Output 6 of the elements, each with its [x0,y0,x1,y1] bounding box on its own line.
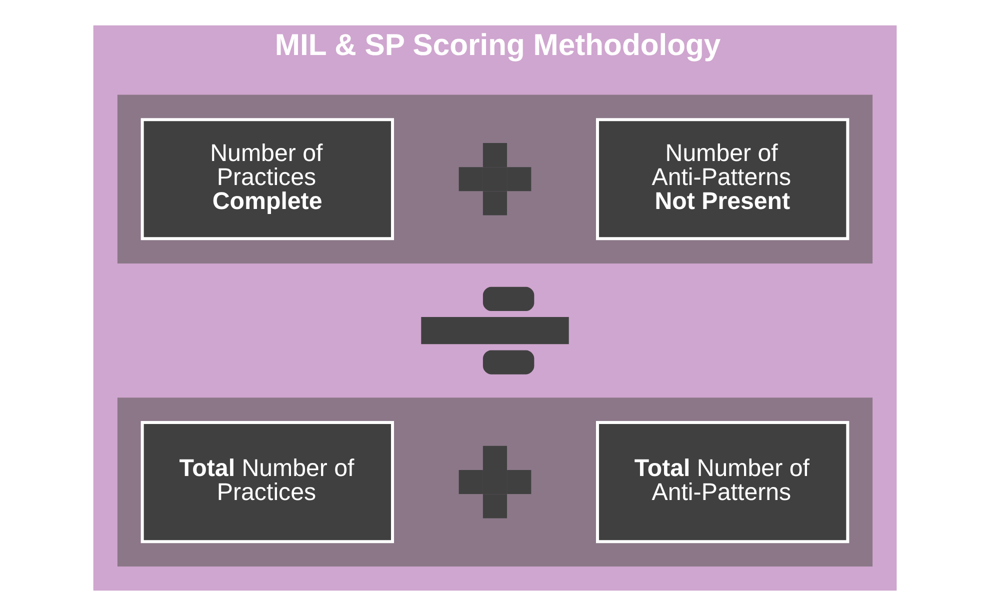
cluster [116,94,872,264]
cluster [116,398,872,566]
node-box: Total Number of Anti-Patterns [595,421,849,544]
node-box: Number of Anti-Patterns Not Present [595,118,849,240]
node-box: Number of Practices Complete [140,118,394,240]
node-box: Total Number of Practices [140,421,394,544]
